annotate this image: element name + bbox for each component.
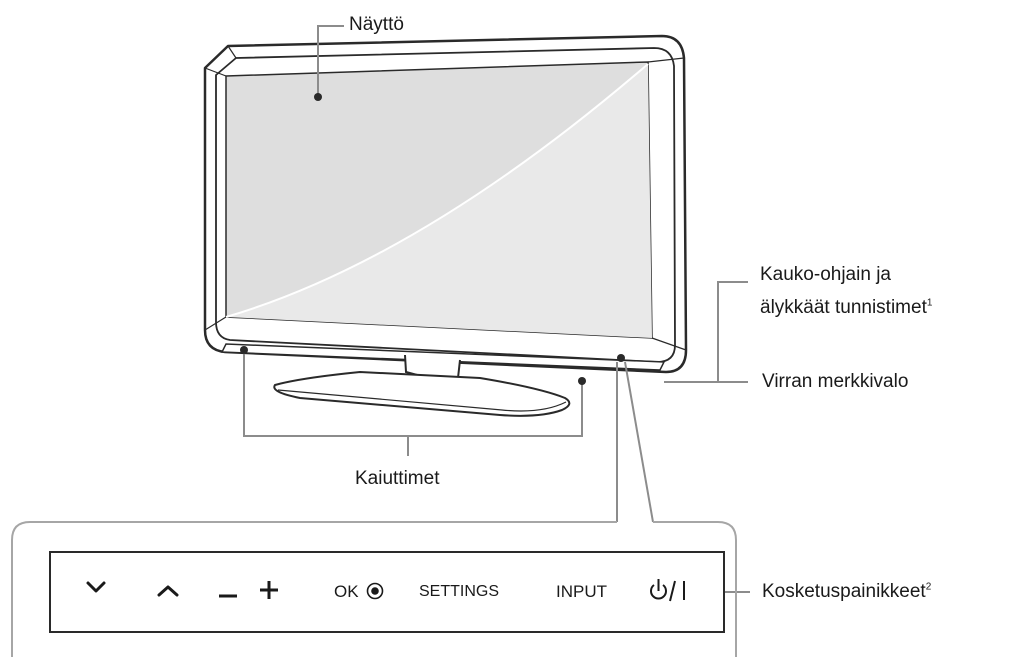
- remote-sensor-label: Kauko-ohjain ja: [760, 264, 891, 286]
- screen-leader: [317, 25, 344, 96]
- tv-inner-bezel: [215, 47, 676, 363]
- input-button-label[interactable]: INPUT: [556, 582, 607, 601]
- plus-icon[interactable]: [260, 581, 278, 599]
- right-speaker-dot: [578, 377, 586, 385]
- ok-button-label[interactable]: OK: [334, 582, 359, 601]
- power-icon: [650, 579, 685, 602]
- remote-sensor-label-line1: Kauko-ohjain ja: [760, 264, 891, 285]
- down-chevron-icon[interactable]: [86, 581, 106, 593]
- speakers-label: Kaiuttimet: [355, 468, 440, 489]
- settings-button-label[interactable]: SETTINGS: [419, 583, 500, 600]
- stand-base: [273, 371, 571, 417]
- touch-button-strip: [49, 551, 725, 633]
- callout-connector-2: [624, 361, 654, 523]
- screen-label: Näyttö: [349, 14, 404, 35]
- touch-buttons-label-text: Kosketuspainikkeet: [762, 581, 926, 602]
- remote-sensor-label-line2: älykkäät tunnistimet: [760, 297, 927, 318]
- screen-dot: [314, 93, 322, 101]
- leader-lines: [243, 25, 750, 593]
- touch-buttons-label: Kosketuspainikkeet2: [762, 581, 931, 603]
- tv-bottom-lip: [220, 343, 666, 371]
- speakers-bracket: [243, 351, 583, 437]
- screen-reflection-edge: [225, 63, 649, 318]
- power-indicator-label: Virran merkkivalo: [762, 371, 909, 392]
- remote-sensor-label-second-line: älykkäät tunnistimet1: [760, 297, 932, 319]
- left-speaker-dot: [240, 346, 248, 354]
- up-chevron-icon[interactable]: [157, 585, 179, 597]
- stand-base-edge: [277, 389, 567, 412]
- frame-bevels: [204, 45, 687, 351]
- sensor-dot: [617, 354, 625, 362]
- touch-buttons-footnote: 2: [925, 581, 932, 593]
- remote-sensor-footnote: 1: [926, 297, 933, 309]
- callout-frame: [11, 521, 737, 657]
- screen-reflection: [226, 64, 652, 338]
- radio-dot-icon: [366, 582, 384, 600]
